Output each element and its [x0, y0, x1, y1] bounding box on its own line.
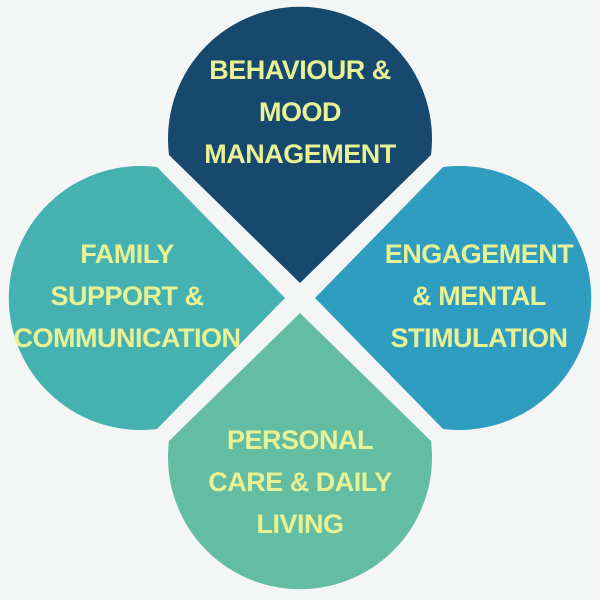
- petal-label-line: FAMILY: [80, 239, 174, 269]
- petal-label-family-support-communication: FAMILY SUPPORT & COMMUNICATION: [14, 233, 241, 359]
- petal-left-shape: [8, 165, 285, 430]
- petal-label-line: PERSONAL: [226, 425, 374, 455]
- petal-label-line: MOOD: [259, 97, 341, 127]
- petal-label-line: ENGAGEMENT: [384, 239, 574, 269]
- petal-bottom-shape: [168, 313, 432, 590]
- petal-label-line: COMMUNICATION: [13, 323, 241, 353]
- petal-label-line: MANAGEMENT: [204, 139, 396, 169]
- petal-label-personal-care-daily-living: PERSONAL CARE & DAILY LIVING: [208, 419, 392, 545]
- petal-label-line: STIMULATION: [390, 323, 568, 353]
- petal-top-shape: [167, 6, 432, 283]
- petal-label-line: SUPPORT &: [50, 281, 204, 311]
- petal-label-line: LIVING: [256, 509, 344, 539]
- petal-label-line: & MENTAL: [412, 281, 546, 311]
- petal-label-behaviour-mood-management: BEHAVIOUR & MOOD MANAGEMENT: [204, 49, 396, 175]
- petal-label-line: CARE & DAILY: [208, 467, 392, 497]
- petal-right-shape: [315, 166, 592, 431]
- petal-label-line: BEHAVIOUR &: [209, 55, 391, 85]
- petal-label-engagement-mental-stimulation: ENGAGEMENT & MENTAL STIMULATION: [385, 233, 574, 359]
